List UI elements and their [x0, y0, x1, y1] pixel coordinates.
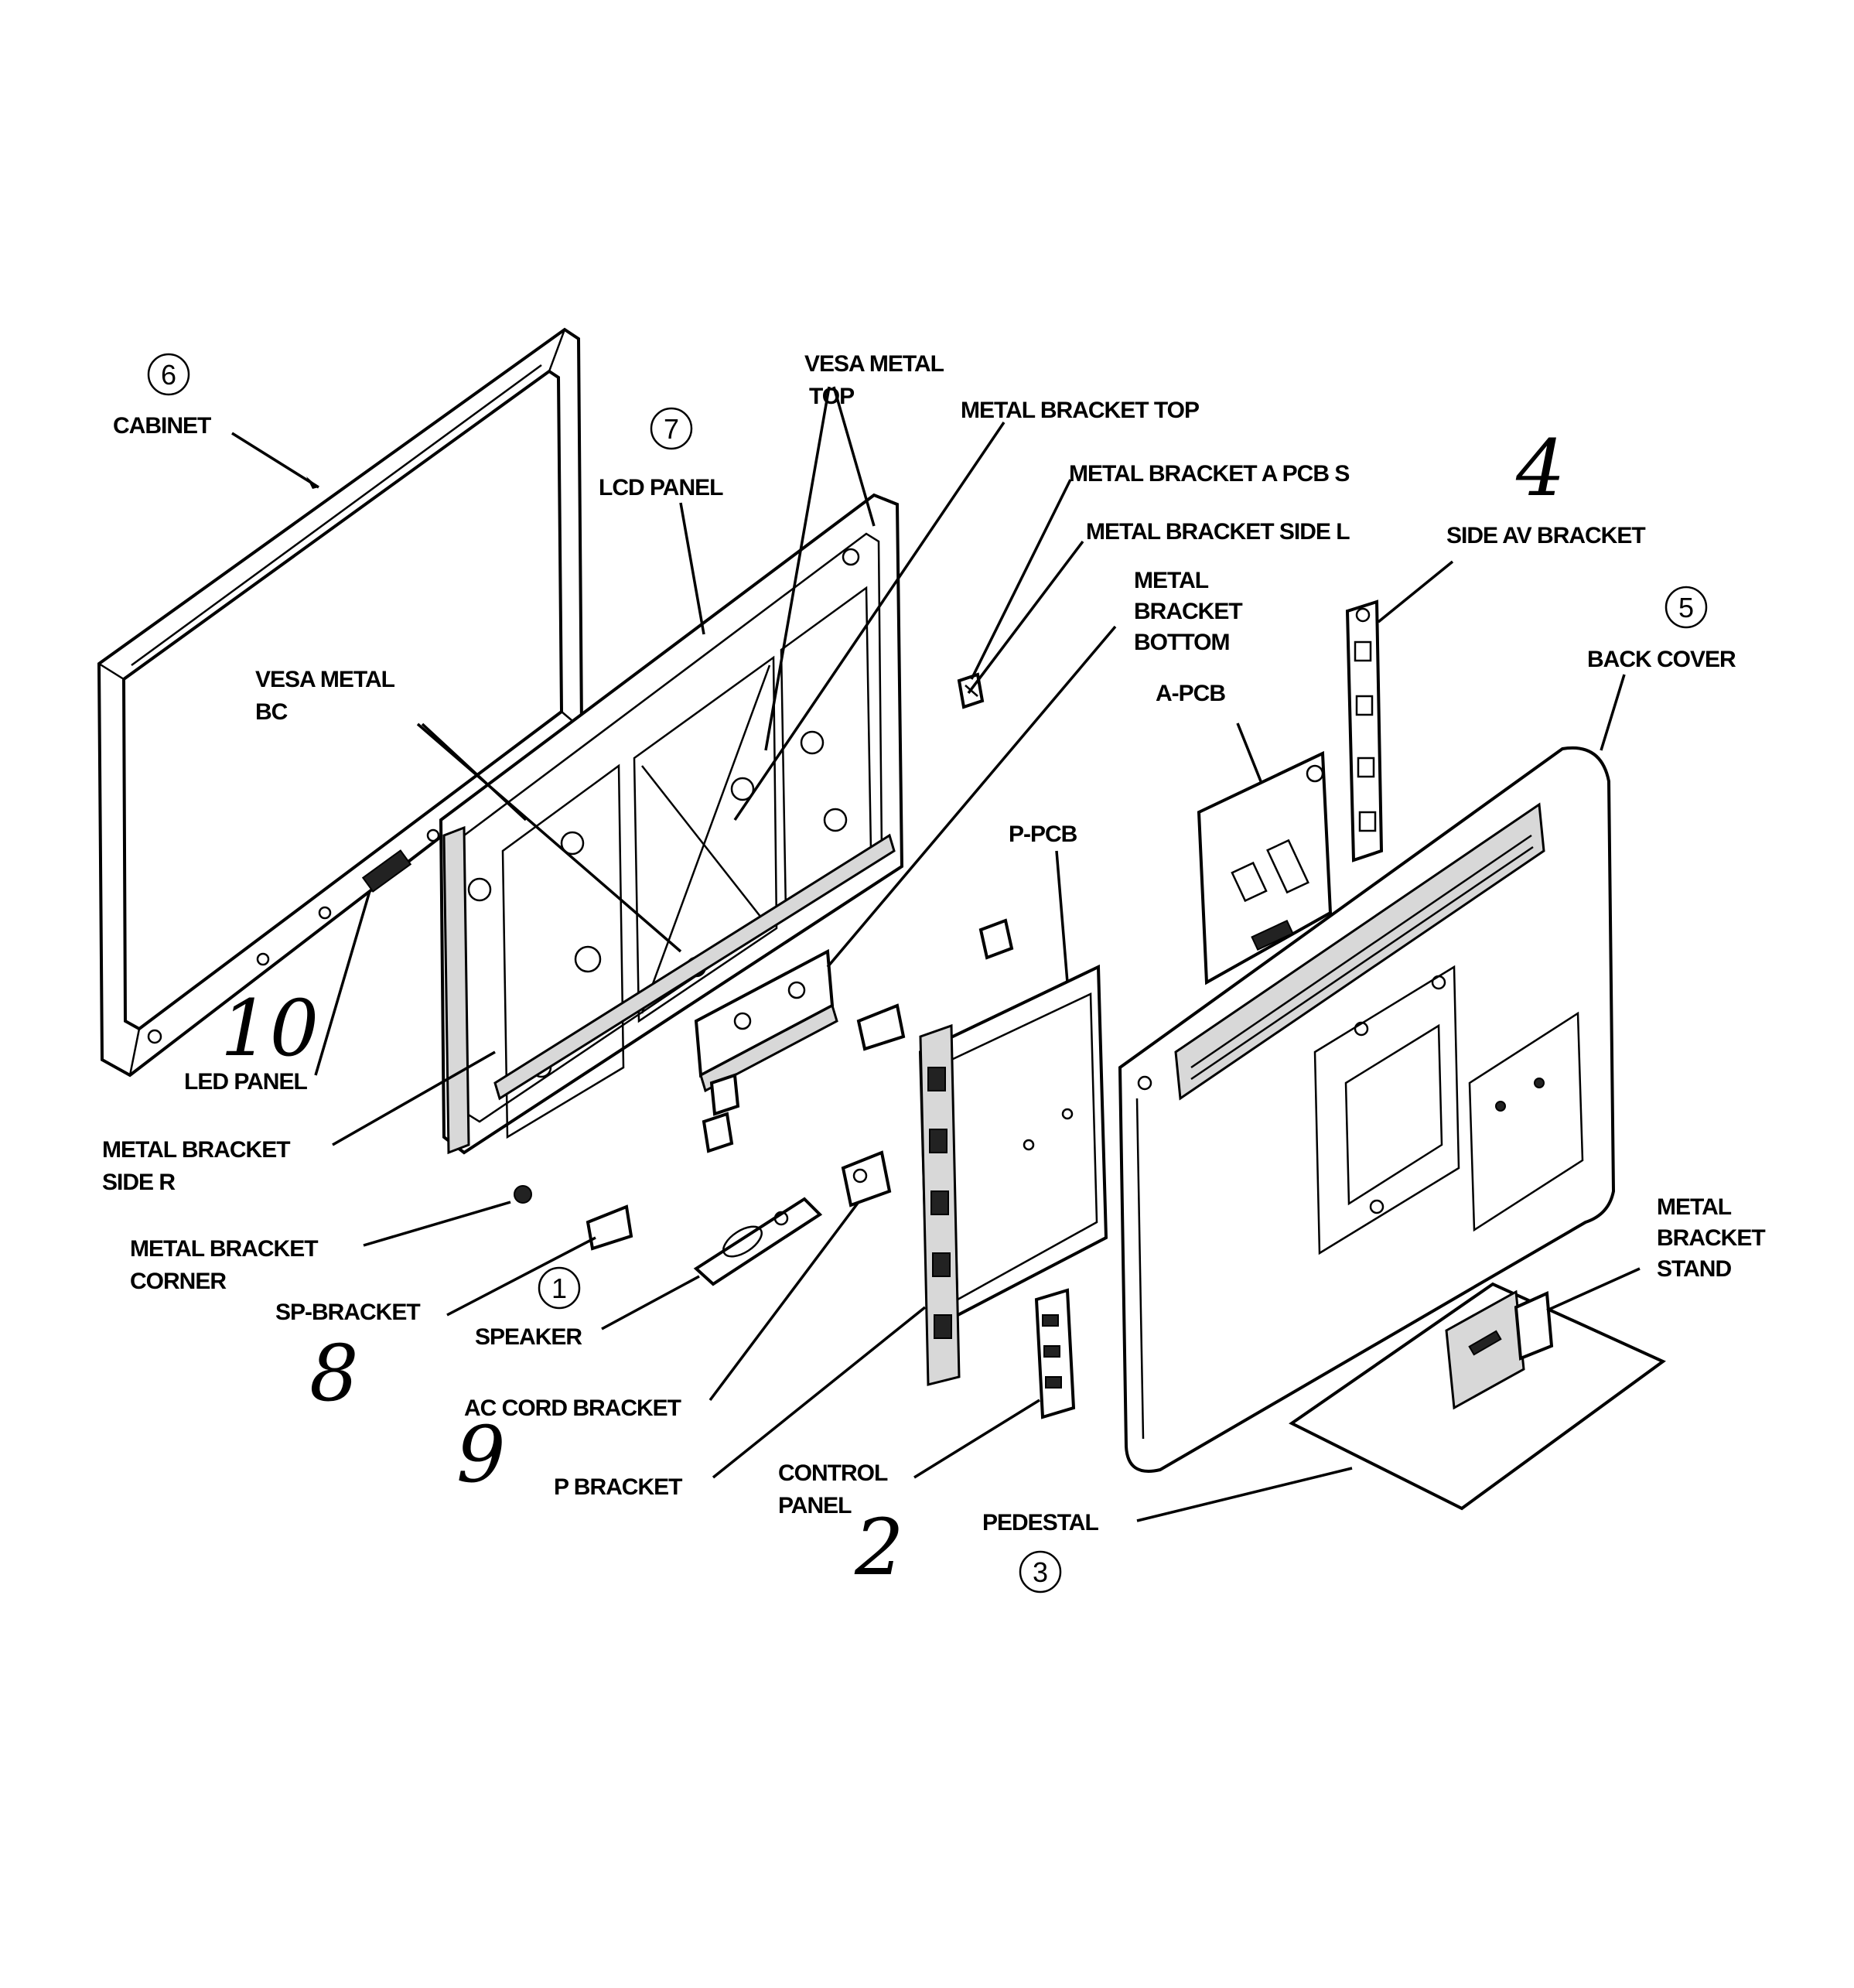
svg-text:5: 5: [1678, 592, 1694, 623]
label-metal-bracket-side-r-2: SIDE R: [102, 1170, 176, 1195]
svg-text:6: 6: [161, 359, 176, 391]
label-a-pcb: A-PCB: [1156, 681, 1225, 706]
circled-number-5: 5: [1665, 586, 1708, 629]
label-metal-bracket-stand-1: METAL: [1657, 1194, 1732, 1220]
label-metal-bracket-corner-2: CORNER: [130, 1269, 227, 1294]
small-brackets: [514, 1003, 906, 1251]
metal-bracket-corner-shape: [514, 1185, 532, 1204]
leader-lines: [231, 386, 1641, 1522]
sp-bracket-shape: [586, 1204, 633, 1251]
label-ac-cord-bracket: AC CORD BRACKET: [464, 1395, 681, 1421]
handwritten-9: 9: [456, 1409, 506, 1500]
svg-text:7: 7: [664, 413, 679, 445]
circled-number-1: 1: [538, 1266, 581, 1310]
label-side-av-bracket: SIDE AV BRACKET: [1446, 523, 1645, 548]
label-lcd-panel: LCD PANEL: [599, 475, 723, 500]
control-panel-part: [1034, 1288, 1076, 1419]
circled-number-6: 6: [147, 353, 190, 396]
circled-number-3: 3: [1019, 1550, 1062, 1593]
p-pcb-part: [918, 918, 1108, 1386]
label-metal-bracket-top: METAL BRACKET TOP: [961, 398, 1199, 423]
handwritten-4: 4: [1515, 423, 1565, 514]
metal-bracket-stand-shape: [1514, 1291, 1554, 1361]
label-vesa-metal-top-2: TOP: [809, 384, 854, 409]
pedestal-part: [1289, 1282, 1666, 1511]
ac-cord-bracket-part: [841, 1150, 892, 1207]
back-cover-part: [1118, 746, 1616, 1473]
label-vesa-metal-bc-1: VESA METAL: [255, 667, 395, 692]
label-vesa-metal-top-1: VESA METAL: [804, 351, 944, 377]
label-metal-bracket-bottom-1: METAL: [1134, 568, 1209, 593]
label-control-panel-1: CONTROL: [778, 1460, 888, 1486]
label-metal-bracket-side-r-1: METAL BRACKET: [102, 1137, 290, 1163]
lcd-panel-part: [439, 493, 904, 1155]
label-metal-bracket-stand-3: STAND: [1657, 1256, 1731, 1282]
handwritten-10: 10: [220, 983, 319, 1074]
label-metal-bracket-side-l: METAL BRACKET SIDE L: [1086, 519, 1350, 545]
a-pcb-part: [1197, 750, 1333, 985]
label-p-pcb: P-PCB: [1009, 822, 1077, 847]
circled-number-7: 7: [650, 407, 693, 450]
metal-bracket-bottom-part: [694, 948, 838, 1116]
svg-text:3: 3: [1033, 1556, 1048, 1588]
label-metal-bracket-stand-2: BRACKET: [1657, 1225, 1765, 1251]
label-metal-bracket-corner-1: METAL BRACKET: [130, 1236, 318, 1262]
label-speaker: SPEAKER: [475, 1324, 582, 1350]
label-pedestal: PEDESTAL: [982, 1510, 1098, 1535]
speaker-part: [693, 1197, 823, 1286]
label-metal-bracket-a-pcb-s: METAL BRACKET A PCB S: [1069, 461, 1349, 487]
label-sp-bracket: SP-BRACKET: [275, 1300, 420, 1325]
label-back-cover: BACK COVER: [1587, 647, 1736, 672]
label-led-panel: LED PANEL: [184, 1069, 307, 1095]
svg-text:1: 1: [551, 1272, 567, 1304]
cabinet-part: [97, 327, 584, 1078]
label-vesa-metal-bc-2: BC: [255, 699, 288, 725]
label-p-bracket: P BRACKET: [554, 1474, 682, 1500]
side-av-bracket-part: [1345, 599, 1384, 862]
label-metal-bracket-bottom-2: BRACKET: [1134, 599, 1242, 624]
handwritten-8: 8: [309, 1328, 359, 1419]
label-cabinet: CABINET: [113, 413, 211, 439]
label-control-panel-2: PANEL: [778, 1493, 852, 1518]
handwritten-2: 2: [854, 1502, 904, 1593]
label-metal-bracket-bottom-3: BOTTOM: [1134, 630, 1229, 655]
